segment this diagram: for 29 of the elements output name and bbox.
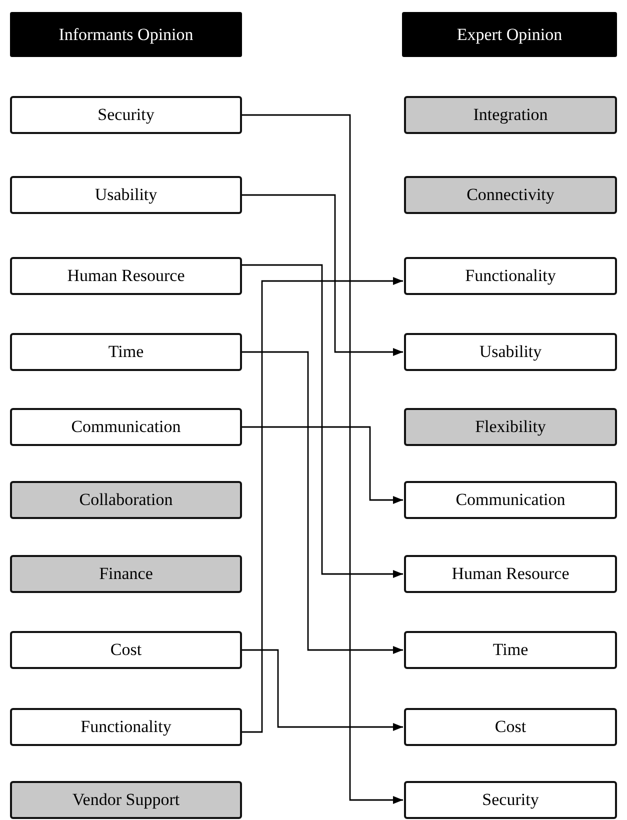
opinion-box: Functionality xyxy=(10,708,242,746)
opinion-box: Security xyxy=(10,96,242,134)
connector-arrow xyxy=(242,194,403,356)
opinion-box: Human Resource xyxy=(10,257,242,295)
opinion-box: Human Resource xyxy=(404,555,617,593)
opinion-box: Communication xyxy=(10,408,242,446)
opinion-box: Cost xyxy=(10,631,242,669)
header-box: Informants Opinion xyxy=(10,12,242,57)
opinion-box: Time xyxy=(10,333,242,371)
opinion-box: Finance xyxy=(10,555,242,593)
opinion-box: Vendor Support xyxy=(10,781,242,819)
opinion-box: Integration xyxy=(404,96,617,134)
opinion-box: Functionality xyxy=(404,257,617,295)
opinion-box: Collaboration xyxy=(10,481,242,519)
opinion-box: Connectivity xyxy=(404,176,617,214)
opinion-box: Usability xyxy=(404,333,617,371)
opinion-box: Security xyxy=(404,781,617,819)
connector-arrow xyxy=(242,649,403,731)
connector-arrow xyxy=(242,277,403,733)
connector-arrow xyxy=(242,114,403,804)
connector-arrow xyxy=(242,426,403,504)
opinion-box: Usability xyxy=(10,176,242,214)
opinion-box: Communication xyxy=(404,481,617,519)
connector-arrow xyxy=(242,351,403,654)
header-box: Expert Opinion xyxy=(402,12,617,57)
opinion-box: Time xyxy=(404,631,617,669)
connector-arrow xyxy=(242,264,403,578)
opinion-box: Cost xyxy=(404,708,617,746)
opinion-box: Flexibility xyxy=(404,408,617,446)
